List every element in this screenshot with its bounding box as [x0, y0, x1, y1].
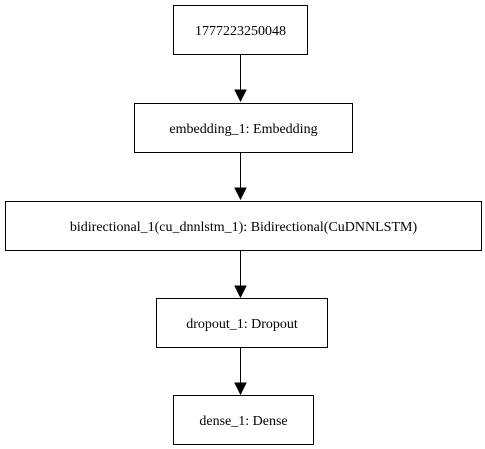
node-label: dropout_1: Dropout — [186, 317, 298, 332]
node-box — [156, 298, 328, 348]
arrowhead — [234, 89, 247, 103]
edge-dropout-to-dense — [234, 348, 247, 396]
node-bidirectional: bidirectional_1(cu_dnnlstm_1): Bidirecti… — [5, 201, 482, 251]
arrowhead — [234, 187, 247, 201]
edge-input-to-embedding — [234, 55, 247, 103]
node-box — [173, 395, 314, 445]
node-box — [5, 201, 482, 251]
node-label: dense_1: Dense — [199, 414, 287, 429]
node-dense: dense_1: Dense — [173, 395, 314, 445]
arrowhead — [234, 285, 247, 299]
arrowhead — [234, 382, 247, 396]
node-input: 1777223250048 — [173, 5, 308, 55]
node-box — [173, 5, 308, 55]
node-dropout: dropout_1: Dropout — [156, 298, 328, 348]
node-label: bidirectional_1(cu_dnnlstm_1): Bidirecti… — [70, 220, 418, 235]
node-box — [134, 103, 353, 153]
node-embedding: embedding_1: Embedding — [134, 103, 353, 153]
edge-bidirectional-to-dropout — [234, 251, 247, 299]
edge-embedding-to-bidirectional — [234, 153, 247, 201]
node-label: embedding_1: Embedding — [169, 122, 317, 137]
node-label: 1777223250048 — [195, 24, 286, 39]
